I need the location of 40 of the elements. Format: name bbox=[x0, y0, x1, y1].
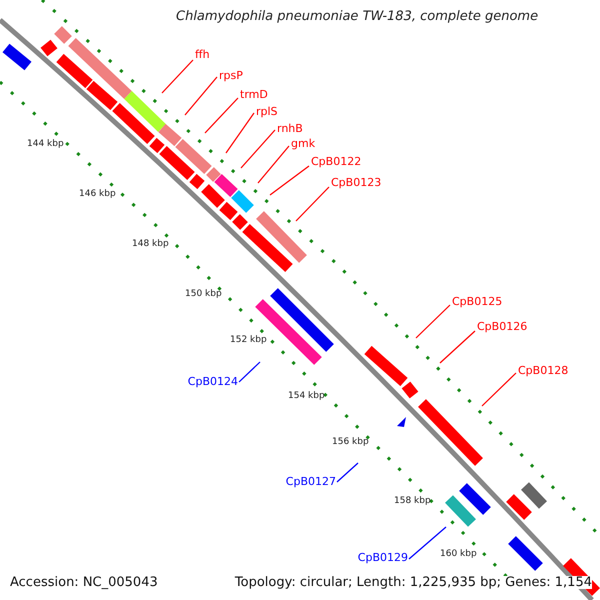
leader-line bbox=[482, 372, 516, 406]
leader-line bbox=[296, 186, 330, 222]
gene-label: CpB0126 bbox=[477, 321, 528, 332]
gene-label: rnhB bbox=[277, 123, 303, 134]
scale-tick-label: 156 kbp bbox=[332, 438, 369, 447]
scale-tick-label: 158 kbp bbox=[394, 497, 431, 506]
scale-tick-label: 146 kbp bbox=[79, 190, 116, 199]
gene-label: rplS bbox=[256, 106, 278, 117]
map-title: Chlamydophila pneumoniae TW-183, complete genome bbox=[176, 10, 538, 23]
scale-tick-label: 152 kbp bbox=[230, 336, 267, 345]
gene-label: trmD bbox=[240, 89, 268, 100]
leader-line bbox=[408, 526, 446, 560]
scale-tick-label: 160 kbp bbox=[440, 550, 477, 559]
accession-text: Accession: NC_005043 bbox=[10, 576, 158, 589]
leader-line bbox=[416, 304, 450, 338]
scale-tick-label: 150 kbp bbox=[185, 290, 222, 299]
genome-summary-text: Topology: circular; Length: 1,225,935 bp; Genes: 1,154 bbox=[234, 576, 592, 589]
leader-line bbox=[184, 76, 218, 116]
gene-label: gmk bbox=[291, 138, 316, 149]
gene-label: CpB0125 bbox=[452, 296, 502, 307]
gene-label: CpB0129 bbox=[358, 552, 408, 563]
leader-line bbox=[440, 330, 476, 364]
leader-line bbox=[336, 462, 358, 482]
gene-label: CpB0128 bbox=[518, 365, 568, 376]
leader-line bbox=[258, 146, 290, 184]
gene-label: CpB0124 bbox=[188, 376, 238, 387]
scale-tick-label: 154 kbp bbox=[288, 392, 325, 401]
gene-label: CpB0122 bbox=[311, 156, 362, 167]
scale-tick-label: 144 kbp bbox=[27, 140, 64, 149]
leader-line bbox=[204, 98, 238, 134]
gene-label: ffh bbox=[195, 49, 210, 60]
leader-line bbox=[240, 130, 276, 168]
scale-tick-label: 148 kbp bbox=[132, 240, 169, 249]
gene-label: rpsP bbox=[219, 70, 243, 81]
gene-label: CpB0127 bbox=[286, 476, 336, 487]
leader-line bbox=[162, 60, 194, 94]
leader-line bbox=[270, 166, 310, 196]
gene-label: CpB0123 bbox=[331, 177, 382, 188]
leader-line bbox=[226, 112, 254, 154]
leader-line bbox=[238, 362, 260, 382]
